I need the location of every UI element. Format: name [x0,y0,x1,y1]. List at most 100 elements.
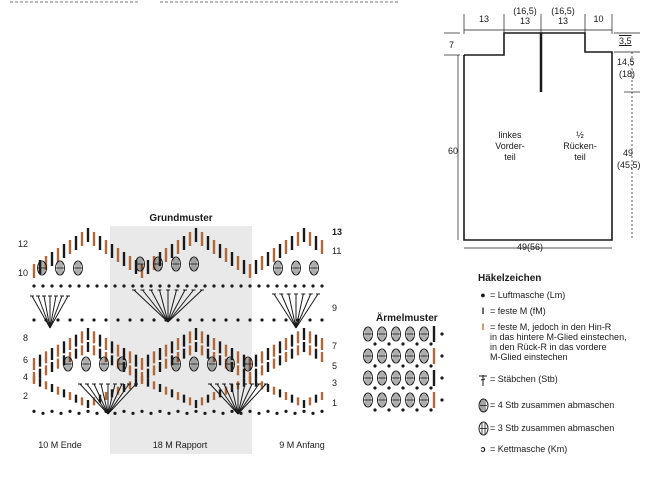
chain-stitch [236,318,240,322]
dim-height-right-alt: (45,5) [617,160,641,170]
dim-top-4: 10 [593,14,604,24]
footer-end: 10 M Ende [38,440,82,450]
double-crochet [167,289,203,323]
chain-stitch [311,411,315,415]
chain-stitch [275,411,279,415]
double-crochet [167,289,186,323]
stb-icon [476,374,490,386]
cluster-stitch [377,392,387,408]
double-crochet [49,295,63,329]
chain-stitch [176,409,180,413]
cluster3-icon [476,421,490,436]
chain-stitch [239,284,243,288]
chain-stitch [373,386,377,390]
chain-stitch [415,408,419,412]
double-crochet [167,289,194,323]
chain-stitch [320,409,324,413]
panel-label-back: ½ Rücken- teil [563,130,597,162]
legend-item: I= feste M (fM) [476,306,546,316]
cluster-stitch [291,260,301,276]
double-crochet [107,383,123,415]
chain-stitch [415,364,419,368]
cluster-stitch [377,348,387,364]
chain-stitch [140,409,144,413]
chain-stitch [401,408,405,412]
chain-stitch [149,411,153,415]
legend-item: = Stäbchen (Stb) [476,374,558,386]
double-crochet [107,383,130,415]
cluster-stitch [391,326,401,342]
chain-stitch [68,409,72,413]
chain-stitch [429,386,433,390]
legend-item: ↄ= Kettmasche (Km) [476,444,567,454]
chain-stitch [167,284,171,288]
footer-start: 9 M Anfang [279,440,325,450]
chain-stitch [257,411,261,415]
brown-bar-icon: I [481,322,485,332]
cluster-stitch [171,356,181,372]
cluster-stitch [363,370,373,386]
cluster-stitch [377,370,387,386]
chain-stitch [86,284,90,288]
cluster-stitch [391,392,401,408]
chain-stitch [387,342,391,346]
double-crochet [107,383,137,415]
row-number: 7 [332,341,338,351]
aermelmuster-chart [363,326,444,412]
cluster-stitch [419,326,429,342]
chain-stitch [239,411,243,415]
chain-stitch [131,411,135,415]
chain-stitch [212,284,216,288]
row-number: 13 [332,227,343,237]
chain-stitch [158,284,162,288]
chain-stitch [284,284,288,288]
cluster-stitch [189,256,199,272]
chain-stitch [230,284,234,288]
cluster-stitch [117,356,127,372]
chain-stitch [95,411,99,415]
aermelmuster-title: Ärmelmuster [376,313,438,324]
chain-stitch [200,318,204,322]
double-crochet [100,383,109,415]
chain-stitch [230,409,234,413]
double-crochet [230,383,239,415]
chain-stitch [194,284,198,288]
chain-stitch [387,408,391,412]
double-crochet [295,293,319,329]
row-number: 5 [332,361,338,371]
cluster-stitch [55,260,65,276]
km-icon: ↄ [480,444,486,454]
cluster-stitch [391,348,401,364]
chain-stitch [248,409,252,413]
chain-stitch [50,284,54,288]
chain-stitch [248,318,252,322]
chain-stitch [149,284,153,288]
dim-top-3: 13 [557,16,568,26]
double-crochet [93,383,109,415]
schematic-outline [463,32,613,241]
chain-stitch [257,284,261,288]
chain-stitch [50,409,54,413]
dim-top-2: 13 [519,16,530,26]
chain-stitch [104,409,108,413]
chain-stitch [440,376,444,380]
cluster-stitch [391,370,401,386]
double-crochet [295,293,304,329]
bar-icon: I [481,306,485,316]
chain-stitch [401,386,405,390]
chain-stitch [44,318,48,322]
dot-icon: ● [480,290,486,300]
chain-stitch [373,364,377,368]
chain-stitch [194,409,198,413]
cluster-stitch [405,370,415,386]
dim-armhole: 14,5 [617,57,635,67]
row-number: 9 [332,303,338,313]
cluster-stitch [99,356,109,372]
chain-stitch [266,284,270,288]
cluster-stitch [309,260,319,276]
double-crochet [237,383,267,415]
chain-stitch [140,284,144,288]
cluster-stitch [81,356,91,372]
chain-stitch [113,411,117,415]
chain-stitch [293,411,297,415]
